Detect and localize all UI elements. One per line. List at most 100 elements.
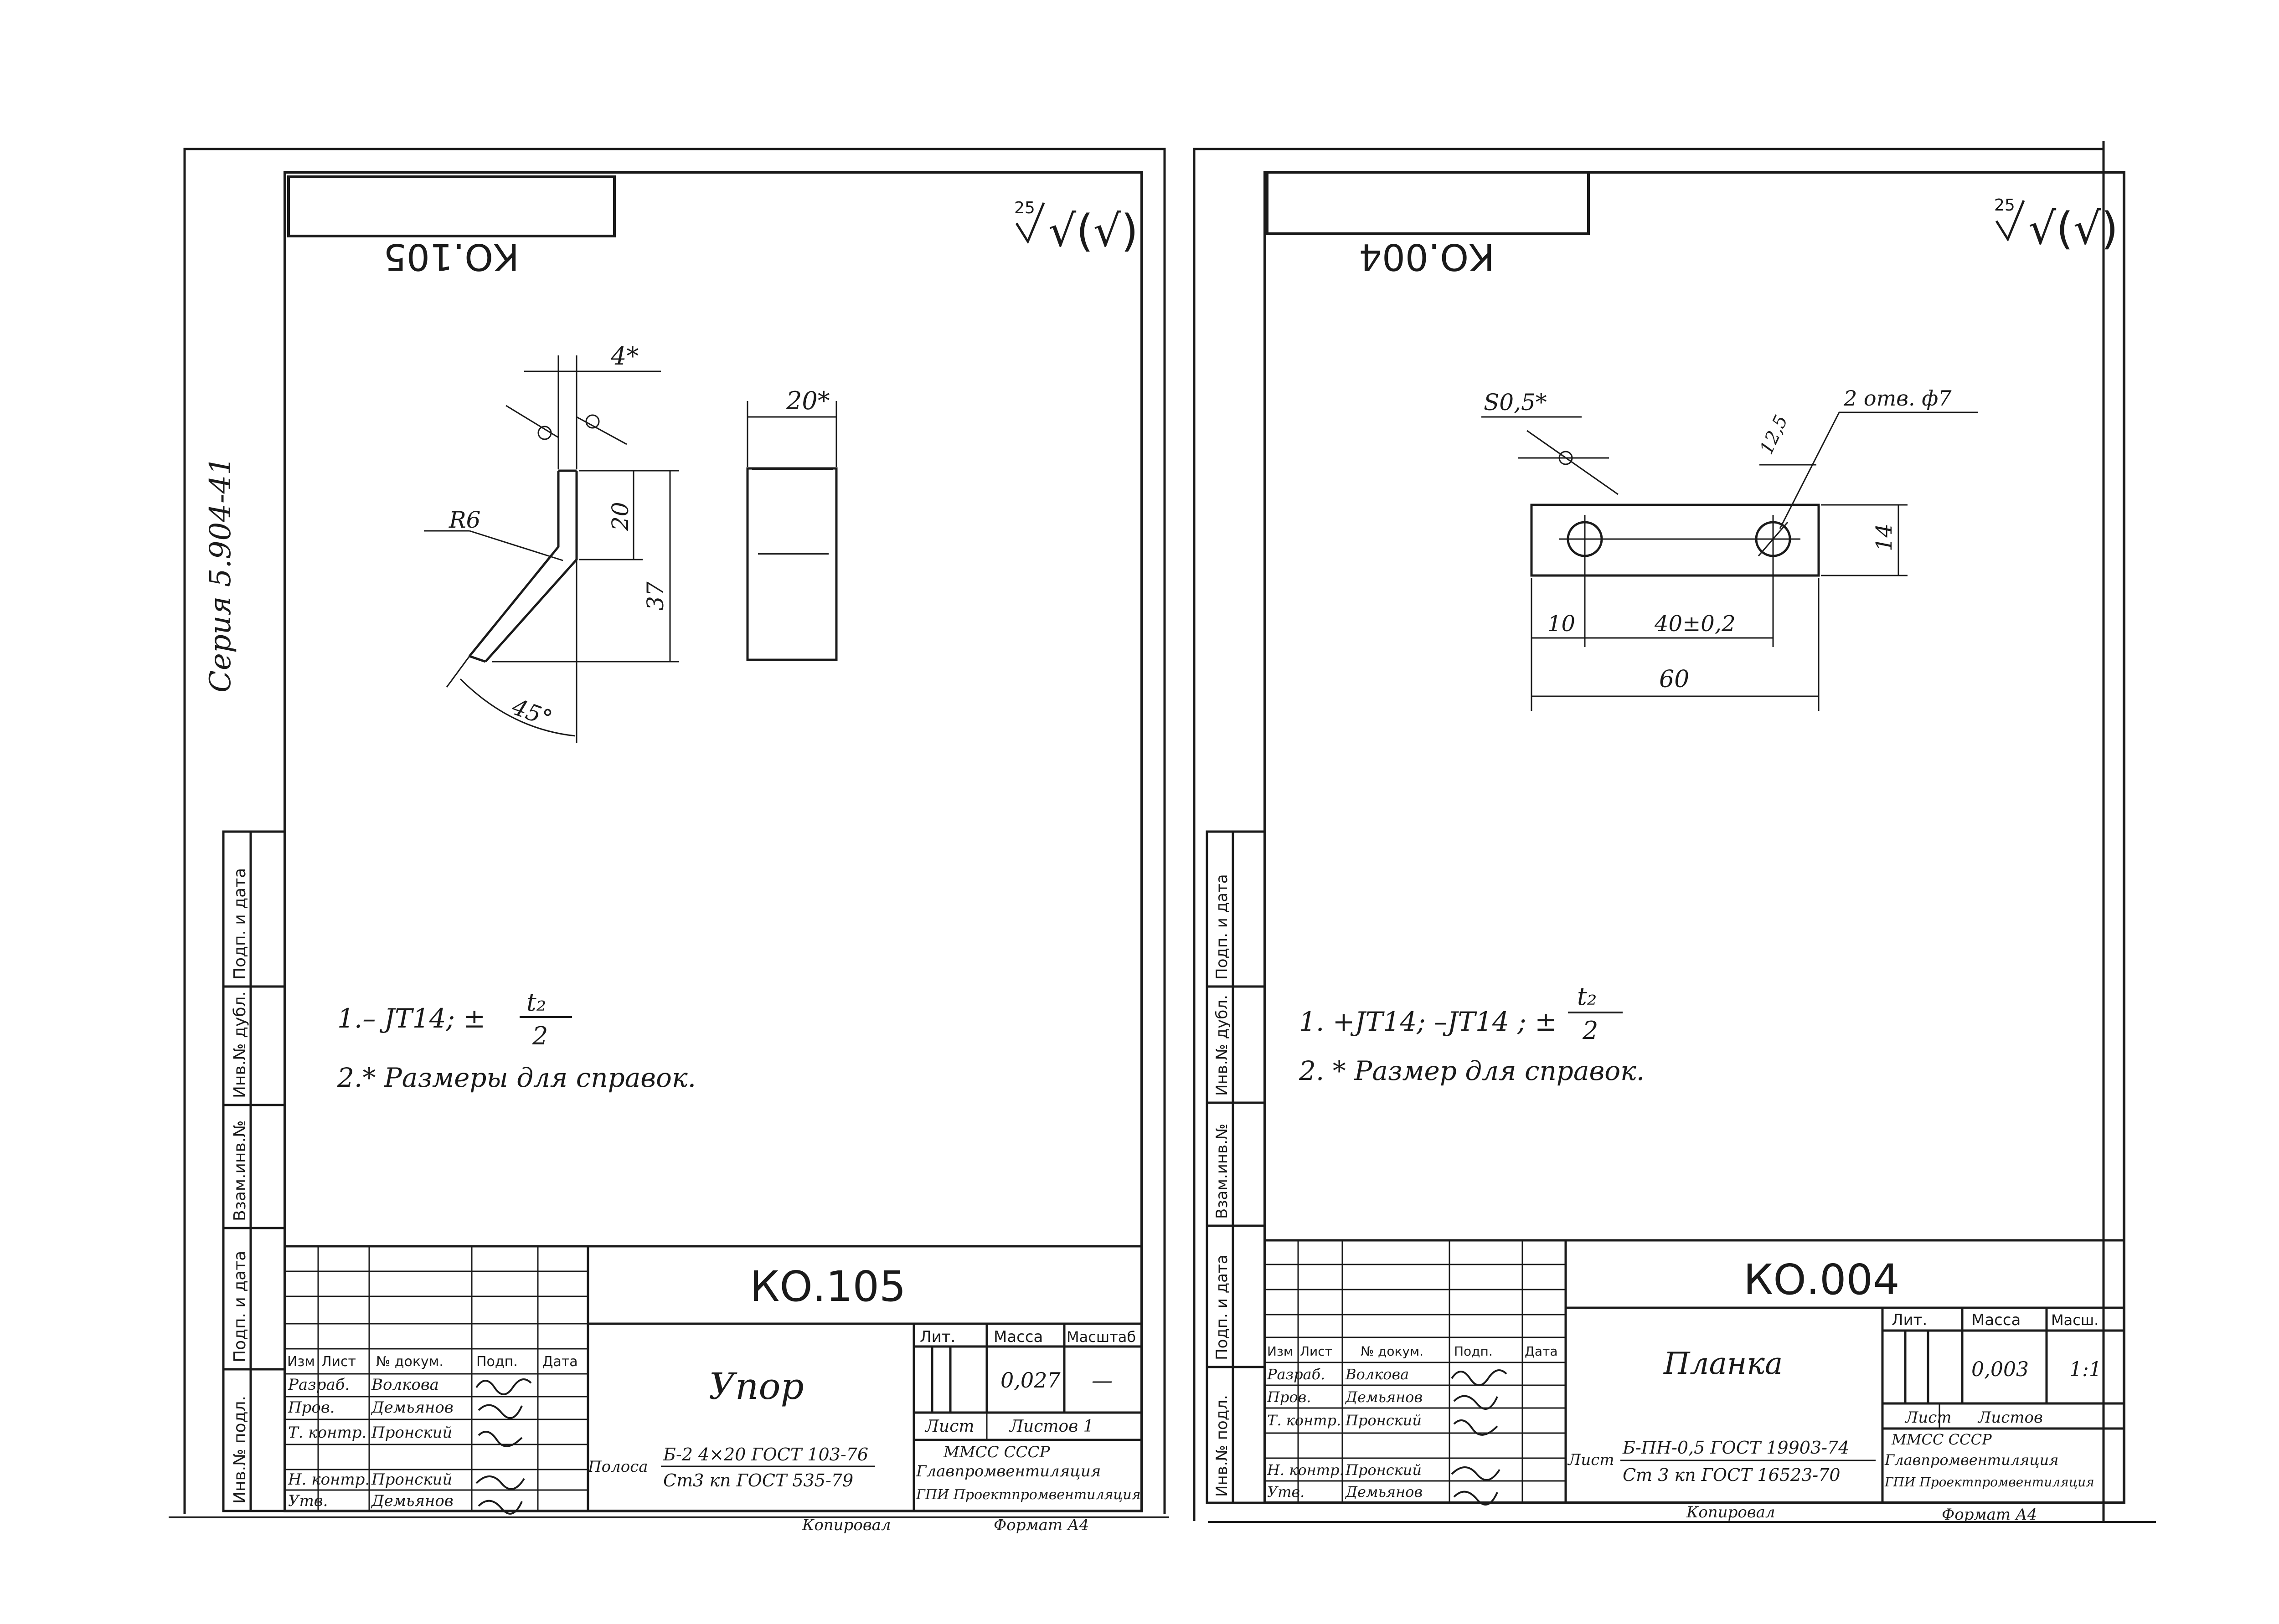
- right-part-drawing: [1481, 411, 1978, 711]
- right-tb-scale-hdr: Масш.: [2051, 1311, 2099, 1329]
- left-stamp-row-3: Взам.инв.№: [231, 1120, 249, 1221]
- right-tb-hdr-izm: Изм: [1267, 1344, 1293, 1359]
- right-tb-sheets-lbl: Листов: [1977, 1408, 2043, 1427]
- right-tb-name-6: Демьянов: [1345, 1483, 1423, 1501]
- left-stamp-row-5: Подп. и дата: [231, 868, 249, 980]
- right-tb-hdr-list: Лист: [1300, 1344, 1332, 1359]
- left-tb-scale: —: [1092, 1368, 1113, 1393]
- right-tb-hdr-date: Дата: [1525, 1344, 1558, 1359]
- right-side-stamp: [1206, 830, 1266, 1504]
- right-title-block: [1263, 1239, 2125, 1504]
- right-stamp-row-2: Подп. и дата: [1213, 1254, 1231, 1360]
- left-tb-material-prefix: Полоса: [588, 1458, 648, 1476]
- right-copied: Копировал: [1686, 1503, 1775, 1521]
- left-note-1: 1.– JT14; ±: [337, 1003, 485, 1034]
- left-side-view: [746, 401, 838, 661]
- left-tb-org-1: ММСС СССР: [943, 1443, 1051, 1461]
- left-tb-hdr-date: Дата: [542, 1354, 578, 1370]
- left-tb-name-1: Волкова: [371, 1376, 439, 1394]
- left-tb-hdr-sign: Подп.: [476, 1354, 518, 1370]
- left-tb-sheet-lbl: Лист: [924, 1417, 975, 1436]
- left-mirrored-code-box: [287, 175, 616, 237]
- right-tb-org-1: ММСС СССР: [1891, 1431, 1992, 1448]
- left-signatures: [475, 1378, 532, 1515]
- right-tb-mass-hdr: Масса: [1971, 1311, 2021, 1329]
- left-tb-mass-hdr: Масса: [994, 1328, 1043, 1346]
- left-tb-hdr-izm: Изм: [287, 1354, 315, 1370]
- right-note-1: 1. +JT14; –JT14 ; ±: [1299, 1006, 1557, 1037]
- left-roughness-icon: 25 √(√): [1014, 199, 1138, 257]
- right-tb-name-2: Демьянов: [1345, 1388, 1423, 1406]
- right-dim-height: 14: [1872, 524, 1897, 551]
- right-tb-sheet-lbl: Лист: [1904, 1408, 1952, 1427]
- left-title-block: [284, 1245, 1143, 1512]
- left-tolerance-den: 2: [532, 1022, 548, 1050]
- right-tb-material-line1: Б-ПН-0,5 ГОСТ 19903-74: [1622, 1438, 1849, 1458]
- left-tb-org-2: Главпромвентиляция: [916, 1462, 1101, 1480]
- left-dim-thickness: 4*: [610, 342, 639, 370]
- right-dim-holes: 2 отв. ф7: [1843, 386, 1952, 411]
- left-inner-frame: [284, 171, 1143, 1512]
- right-tolerance-num: t₂: [1577, 982, 1597, 1011]
- left-tb-name-5: Пронский: [371, 1470, 452, 1489]
- right-tb-material-prefix: Лист: [1567, 1451, 1614, 1469]
- right-tb-hdr-doc: № докум.: [1361, 1344, 1423, 1359]
- right-dim-thickness: S0,5*: [1484, 389, 1547, 416]
- left-tb-role-3: Т. контр.: [288, 1424, 366, 1442]
- left-tb-name-3: Пронский: [371, 1424, 452, 1442]
- right-tb-role-5: Н. контр.: [1267, 1461, 1344, 1479]
- right-tb-code: КО.004: [1743, 1255, 1900, 1304]
- right-tb-name-3: Пронский: [1345, 1412, 1422, 1429]
- right-tb-scale: 1:1: [2069, 1358, 2102, 1381]
- left-tb-name-6: Демьянов: [371, 1492, 454, 1510]
- right-dim-length: 60: [1659, 666, 1689, 693]
- right-tb-role-1: Разраб.: [1267, 1366, 1325, 1383]
- left-dim-width: 20*: [786, 386, 830, 415]
- left-mirrored-code: КО.105: [383, 236, 519, 278]
- right-tb-role-2: Пров.: [1267, 1388, 1311, 1406]
- svg-text:√(√): √(√): [1048, 206, 1138, 257]
- right-tb-lit-hdr: Лит.: [1892, 1311, 1927, 1329]
- right-tb-org-3: ГПИ Проектпромвентиляция: [1884, 1475, 2094, 1490]
- left-tb-code: КО.105: [750, 1262, 906, 1311]
- left-tb-hdr-list: Лист: [321, 1354, 356, 1370]
- left-stamp-row-4: Инв.№ дубл.: [231, 991, 249, 1098]
- right-dim-edge: 10: [1547, 611, 1575, 637]
- right-roughness-icon: 25 √(√): [1994, 196, 2118, 254]
- right-stamp-row-3: Взам.инв.№: [1213, 1124, 1231, 1219]
- svg-text:25: 25: [1994, 196, 2015, 215]
- right-sheet: Подп. и дата Инв.№ дубл. Взам.инв.№ Подп…: [1206, 171, 2125, 1524]
- left-tb-role-5: Н. контр.: [288, 1470, 370, 1489]
- right-tb-mass: 0,003: [1971, 1358, 2029, 1381]
- right-mirrored-code-box: [1266, 171, 1590, 235]
- right-tb-name-5: Пронский: [1345, 1461, 1422, 1479]
- outer-frames: [169, 141, 2156, 1523]
- right-dim-pitch: 40±0,2: [1654, 611, 1736, 637]
- right-stamp-row-1: Инв.№ подл.: [1213, 1395, 1231, 1497]
- left-dim-radius: R6: [449, 507, 480, 533]
- left-tb-mass: 0,027: [1000, 1368, 1061, 1393]
- left-tb-name-2: Демьянов: [371, 1398, 454, 1417]
- right-tb-org-2: Главпромвентиляция: [1884, 1451, 2058, 1469]
- left-tb-org-3: ГПИ Проектпромвентиляция: [916, 1487, 1141, 1503]
- left-part-drawing: [424, 355, 679, 743]
- right-mirrored-code: КО.004: [1359, 236, 1495, 278]
- left-tb-role-6: Утв.: [288, 1492, 328, 1510]
- left-sheet: Подп. и дата Инв.№ дубл. Взам.инв.№ Подп…: [222, 171, 1143, 1534]
- series-label: Серия 5.904-41: [204, 457, 237, 693]
- left-format: Формат А4: [994, 1516, 1089, 1534]
- left-tb-hdr-doc: № докум.: [376, 1354, 443, 1370]
- left-tolerance-num: t₂: [526, 988, 546, 1017]
- svg-text:√(√): √(√): [2028, 203, 2118, 254]
- right-stamp-row-4: Инв.№ дубл.: [1213, 995, 1231, 1096]
- left-tb-material-line1: Б-2 4×20 ГОСТ 103-76: [663, 1444, 868, 1465]
- left-tb-lit-hdr: Лит.: [920, 1328, 955, 1346]
- left-dim-total-height: 37: [642, 581, 669, 611]
- right-tb-hdr-sign: Подп.: [1454, 1344, 1493, 1359]
- right-signatures: [1451, 1369, 1507, 1506]
- right-tb-name: Планка: [1663, 1346, 1783, 1381]
- left-tb-role-1: Разраб.: [288, 1376, 350, 1394]
- left-dim-bend-height: 20: [607, 502, 634, 531]
- right-tb-role-6: Утв.: [1267, 1483, 1304, 1501]
